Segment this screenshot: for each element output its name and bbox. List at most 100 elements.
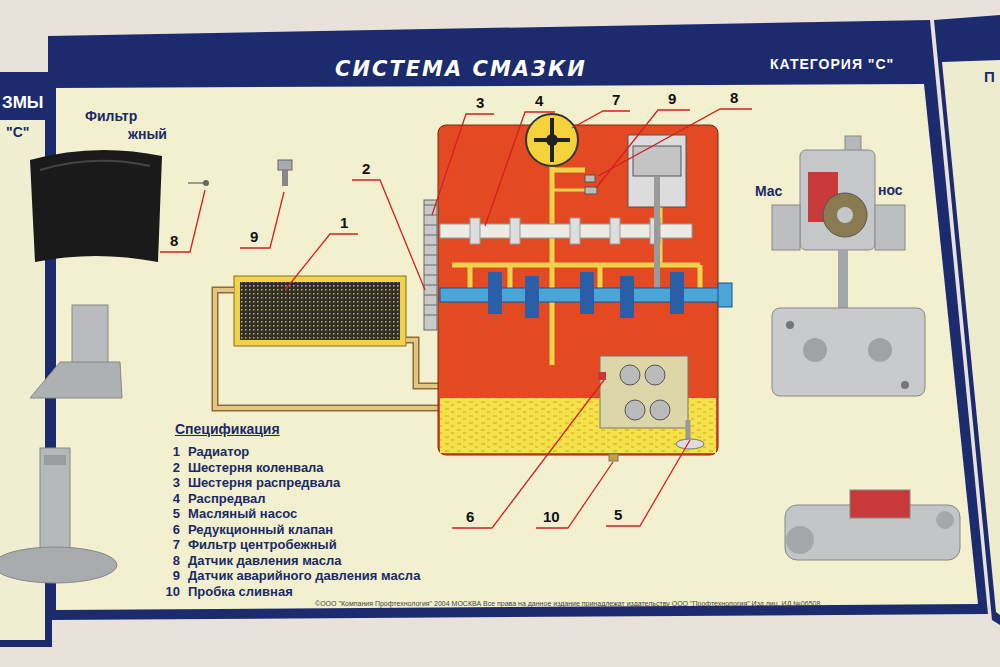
sensor-parts-shape — [188, 182, 204, 184]
metal-parts-shape — [44, 455, 66, 465]
oil-pump-shape — [620, 365, 640, 385]
sensor-parts-shape — [278, 160, 292, 170]
panel-title-fragment: П — [984, 68, 995, 86]
spec-item: Фильтр центробежный — [188, 537, 337, 553]
metal-parts-shape — [30, 362, 122, 398]
callout-number: 8 — [730, 89, 738, 107]
centrifugal-filter-shape — [546, 134, 558, 146]
leader-lines — [160, 109, 752, 528]
oil-pump-parts-shape — [800, 150, 875, 250]
radiator-shape — [240, 282, 400, 340]
main-poster — [48, 20, 988, 620]
piston — [628, 135, 686, 290]
copyright-note: ©ООО "Компания Профтехнология" 2004 МОСК… — [315, 600, 820, 608]
centrifugal-filter — [526, 114, 578, 166]
oil-pump-parts-shape — [850, 490, 910, 518]
spec-number: 6 — [158, 522, 180, 538]
filter-cover-shape — [30, 150, 162, 262]
spec-item: Датчик давления масла — [188, 553, 342, 569]
crankshaft-shape — [718, 283, 732, 307]
sensor-parts — [188, 160, 292, 186]
leader-lines-shape — [432, 114, 494, 215]
oil-pump-shape — [598, 372, 606, 380]
leader-lines-shape — [285, 234, 358, 290]
spec-number: 7 — [158, 537, 180, 553]
oil-pump-shape — [650, 400, 670, 420]
crankshaft-shape — [670, 272, 684, 314]
oil-pump-parts-shape — [868, 338, 892, 362]
engine-block-shape — [424, 205, 437, 315]
spec-item: Распредвал — [188, 491, 266, 507]
callout-number: 9 — [250, 228, 258, 246]
oil-pump — [598, 356, 704, 461]
piston-shape — [654, 176, 660, 290]
oil-pump-shape — [645, 365, 665, 385]
filter-cover-shape — [40, 161, 150, 170]
metal-parts-shape — [40, 448, 70, 560]
metal-parts-shape — [0, 547, 117, 583]
pressure-sensors — [552, 175, 597, 194]
camshaft-shape — [470, 218, 480, 244]
leader-lines-shape — [452, 380, 604, 528]
oil-pump-parts-shape — [772, 308, 925, 396]
metal-parts-shape — [72, 305, 108, 363]
radiator — [234, 276, 406, 346]
oil-pump-parts-shape — [936, 511, 954, 529]
part-name: нос — [878, 182, 903, 199]
leader-lines-shape — [606, 440, 690, 526]
spec-number: 3 — [158, 475, 180, 491]
leader-lines-shape — [485, 112, 555, 226]
oil-pump-parts-shape — [772, 205, 800, 250]
oil-pump-parts-shape — [875, 205, 905, 250]
oil-pump-parts-shape — [838, 250, 848, 308]
radiator-shape — [234, 276, 406, 346]
pressure-sensors-shape — [585, 175, 595, 182]
callout-number: 3 — [476, 94, 484, 112]
callout-number: 2 — [362, 160, 370, 178]
pressure-sensors-shape — [585, 187, 597, 194]
metal-parts — [0, 305, 122, 583]
callout-number: 5 — [614, 506, 622, 524]
part-name: Мас — [755, 183, 782, 200]
oil-pump-shape — [686, 420, 691, 440]
crankshaft-shape — [525, 276, 539, 318]
engine-block-shape — [424, 200, 437, 330]
spec-heading: Спецификация — [175, 421, 280, 438]
part-name: Фильтр — [85, 108, 137, 125]
piston-shape — [633, 146, 681, 176]
camshaft-shape — [570, 218, 580, 244]
spec-item: Шестерня распредвала — [188, 475, 340, 491]
leader-lines-shape — [240, 192, 284, 248]
oil-pump-parts — [772, 136, 960, 560]
spec-number: 2 — [158, 460, 180, 476]
oil-pump-shape — [625, 400, 645, 420]
camshaft-shape — [610, 218, 620, 244]
callout-number: 8 — [170, 232, 178, 250]
poster-title: СИСТЕМА СМАЗКИ — [335, 57, 587, 82]
callout-number: 10 — [543, 508, 560, 526]
spec-number: 4 — [158, 491, 180, 507]
centrifugal-filter-shape — [534, 118, 570, 162]
leader-lines-shape — [572, 111, 630, 128]
part-name: жный — [128, 126, 167, 143]
pressure-sensors-shape — [552, 189, 585, 192]
oil-pump-parts-shape — [837, 207, 853, 223]
spec-item: Редукционный клапан — [188, 522, 333, 538]
oil-pump-parts-shape — [823, 193, 867, 237]
spec-number: 10 — [158, 584, 180, 600]
main-poster-shape — [56, 84, 978, 610]
oil-pump-parts-shape — [803, 338, 827, 362]
callout-number: 6 — [466, 508, 474, 526]
callout-number: 7 — [612, 91, 620, 109]
category-label: КАТЕГОРИЯ "С" — [770, 56, 894, 73]
filter-cover — [30, 150, 162, 262]
sensor-parts-shape — [282, 170, 288, 186]
callout-number: 1 — [340, 214, 348, 232]
spec-number: 9 — [158, 568, 180, 584]
sensor-parts-shape — [203, 180, 209, 186]
leader-lines-shape — [598, 109, 752, 176]
callout-number: 9 — [668, 90, 676, 108]
